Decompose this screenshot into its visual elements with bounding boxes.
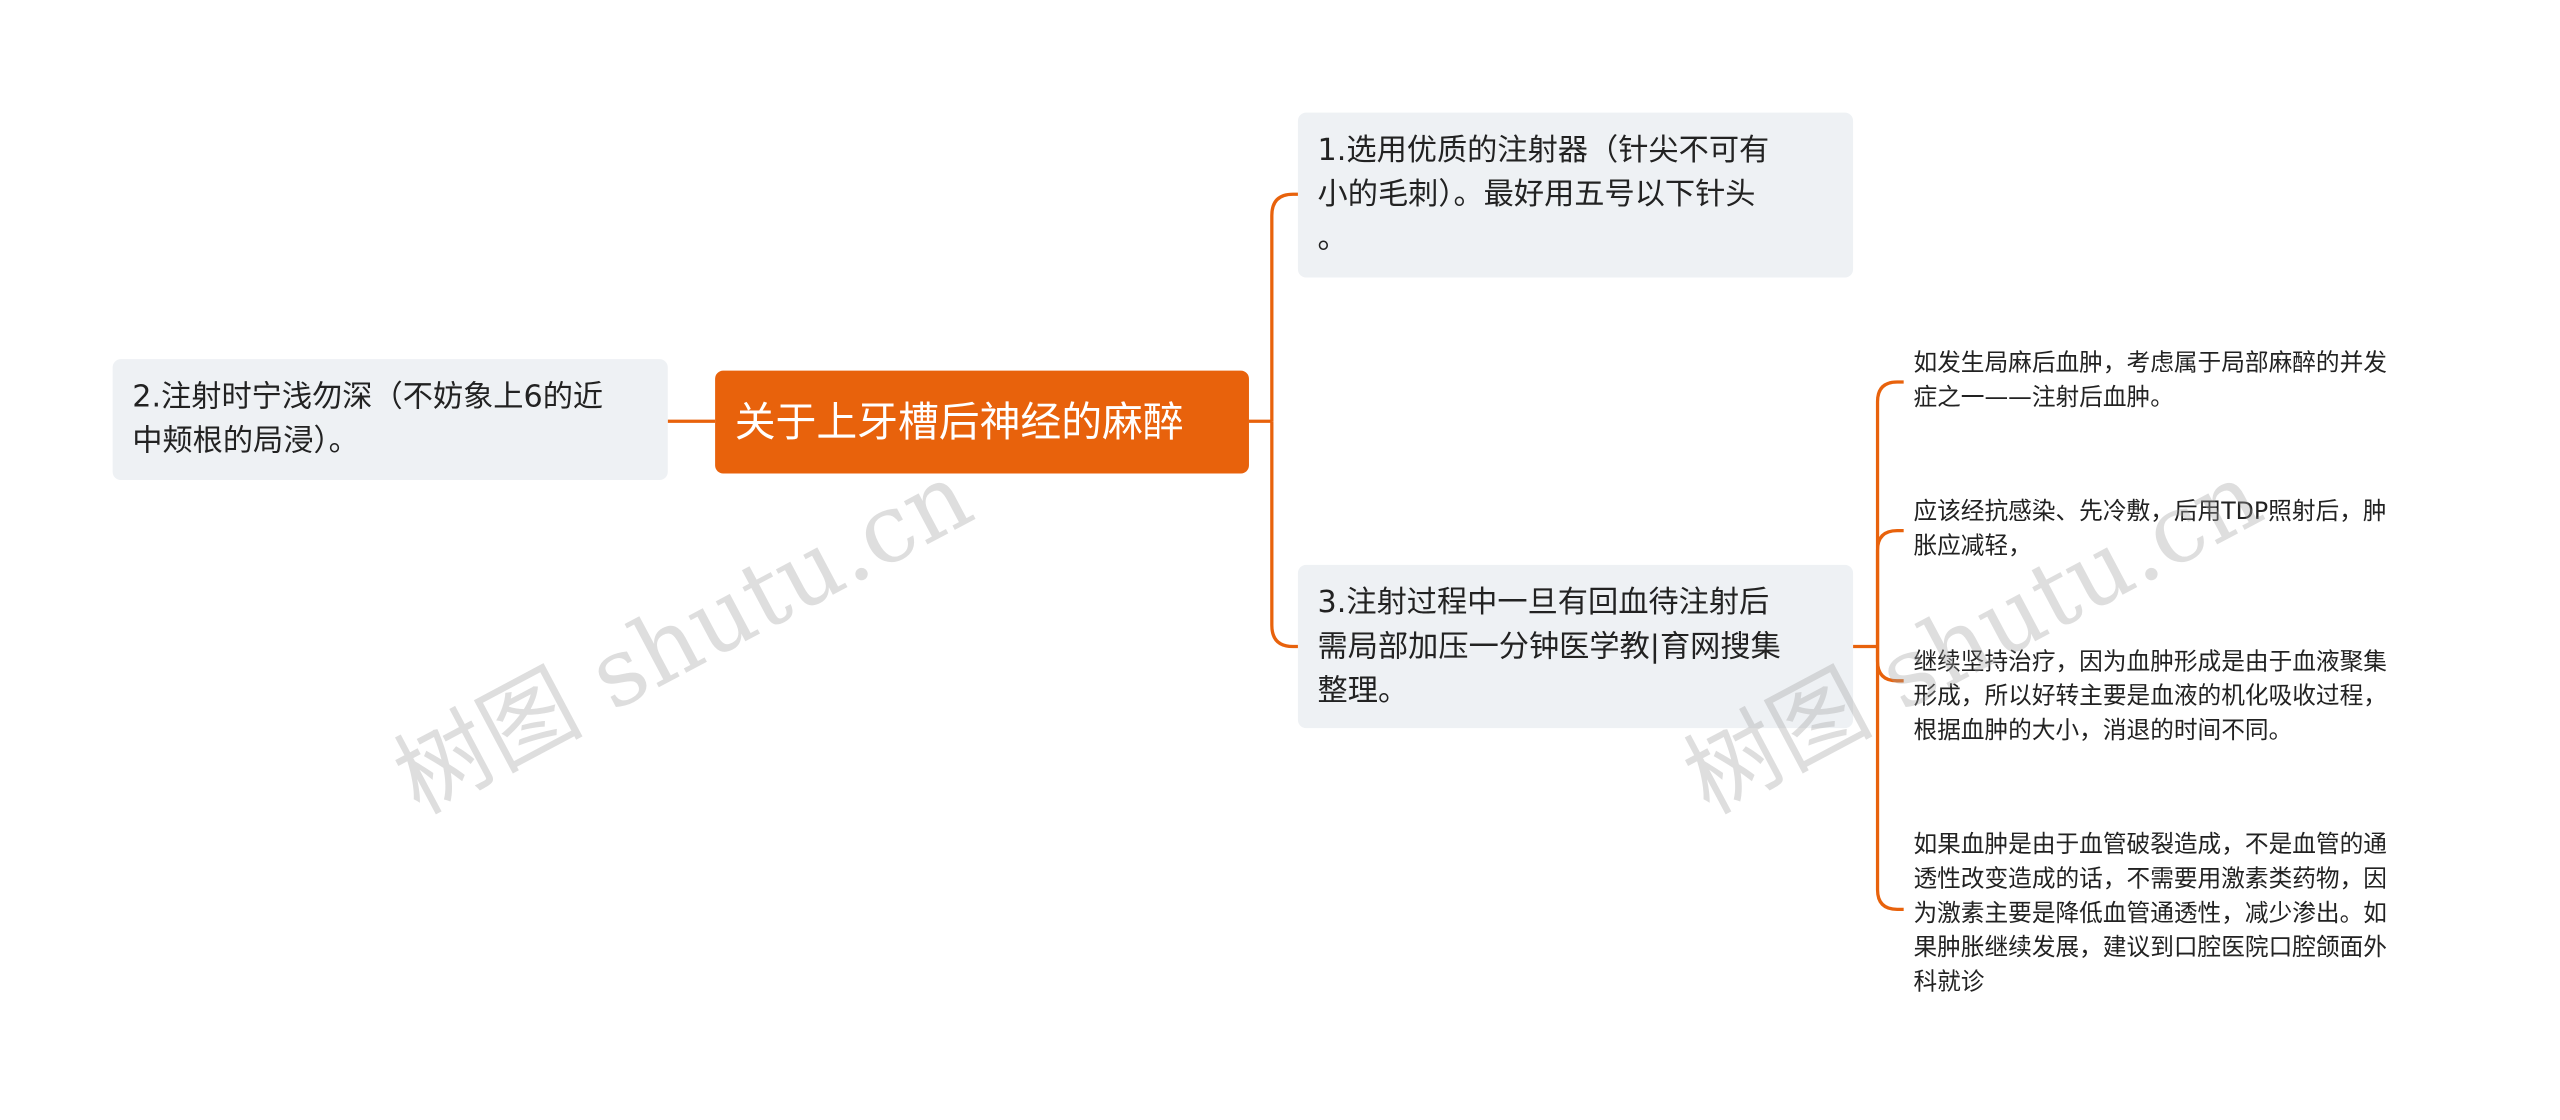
connector-root-to-b3 (1270, 421, 1298, 649)
connector-b3-to-leaf4 (1875, 646, 1904, 912)
leaf-node-2[interactable]: 应该经抗感染、先冷敷，后用TDP照射后，肿 胀应减轻， (1913, 499, 2387, 560)
leaf-node-1[interactable]: 如发生局麻后血肿，考虑属于局部麻醉的并发 症之一——注射后血肿。 (1913, 351, 2387, 412)
connector-root-to-b1 (1270, 192, 1298, 422)
connector-b3-to-leaf1 (1875, 380, 1904, 647)
root-node[interactable]: 关于上牙槽后神经的麻醉 (715, 370, 1249, 474)
connector-b3-to-leaf2 (1875, 528, 1904, 647)
branch-node-1[interactable]: 1.选用优质的注射器（针尖不可有 小的毛刺）。最好用五号以下针头 。 (1297, 112, 1854, 278)
connector-b3-to-leaf3 (1875, 646, 1904, 683)
branch-node-2[interactable]: 2.注射时宁浅勿深（不妨象上6的近 中颊根的局浸）。 (112, 359, 668, 480)
branch-node-3[interactable]: 3.注射过程中一旦有回血待注射后 需局部加压一分钟医学教|育网搜集 整理。 (1297, 564, 1854, 729)
leaf-node-3[interactable]: 继续坚持治疗，因为血肿形成是由于血液聚集 形成，所以好转主要是血液的机化吸收过程… (1913, 649, 2387, 745)
leaf-node-4[interactable]: 如果血肿是由于血管破裂造成，不是血管的通 透性改变造成的话，不需要用激素类药物，… (1913, 832, 2387, 996)
